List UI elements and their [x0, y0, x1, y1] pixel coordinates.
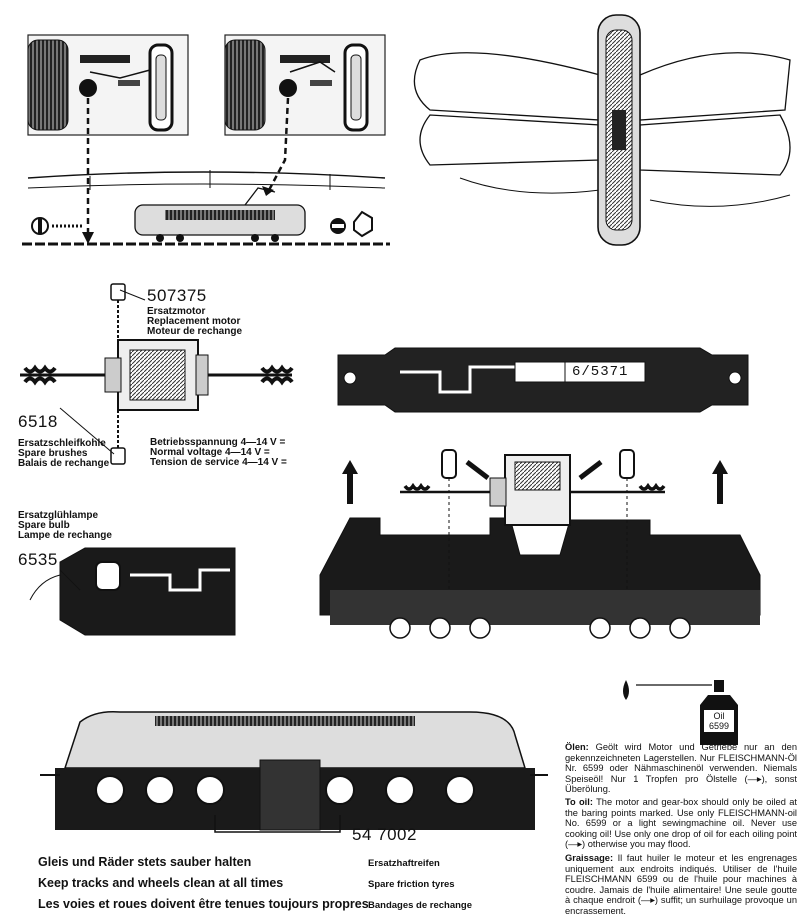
brushes-label-en: Spare brushes [18, 448, 88, 459]
voltage-en: Normal voltage 4—14 V = [150, 447, 270, 458]
oiling-text-fr: Graissage: Il faut huiler le moteur et l… [565, 853, 797, 916]
oil-can-icon [700, 680, 738, 745]
switch-panel-left [27, 34, 189, 136]
oil-drop-icon [623, 680, 712, 700]
bulb-label-fr: Lampe de rechange [18, 530, 112, 541]
voltage-de: Betriebsspannung 4—14 V = [150, 437, 286, 448]
oiling-text-en: To oil: The motor and gear-box should on… [565, 797, 797, 850]
oiling-text-de: Ölen: Geölt wird Motor und Getriebe nur … [565, 742, 797, 795]
bulb-part-number: 6535 [18, 550, 58, 569]
brushes-part-number: 6518 [18, 412, 58, 431]
tyres-label-en: Spare friction tyres [368, 879, 455, 890]
catenary-loco-scene [22, 97, 390, 246]
motor-label-en: Replacement motor [147, 316, 241, 327]
bulb-circuit-panel [29, 547, 236, 636]
care-instruction-fr: Les voies et roues doivent être tenues t… [38, 897, 369, 911]
care-instruction-en: Keep tracks and wheels clean at all time… [38, 876, 284, 890]
bottom-locomotive [40, 710, 548, 833]
tyres-label-fr: Bandages de rechange [368, 900, 473, 911]
hands-illustration [413, 14, 791, 246]
motor-part-number: 507375 [147, 286, 207, 305]
voltage-fr: Tension de service 4—14 V = [150, 457, 287, 468]
brushes-label-fr: Balais de rechange [18, 458, 110, 469]
loco-chassis-exploded [319, 449, 761, 639]
chassis-board [337, 347, 749, 413]
tyres-part-number: 54 7002 [352, 825, 417, 844]
bulb-label-en: Spare bulb [18, 520, 70, 531]
motor-label-fr: Moteur de rechange [147, 326, 243, 337]
care-instruction-de: Gleis und Räder stets sauber halten [38, 855, 252, 869]
switch-panel-right [224, 34, 386, 136]
motor-assembly [20, 283, 294, 465]
brushes-label-de: Ersatzschleifkohle [18, 438, 106, 449]
tyres-label-de: Ersatzhaftreifen [368, 858, 440, 869]
chassis-label: 6/5371 [572, 364, 629, 380]
motor-label-de: Ersatzmotor [147, 306, 206, 317]
bulb-label-de: Ersatzglühlampe [18, 510, 99, 521]
oil-can-label: Oil 6599 [708, 711, 730, 731]
